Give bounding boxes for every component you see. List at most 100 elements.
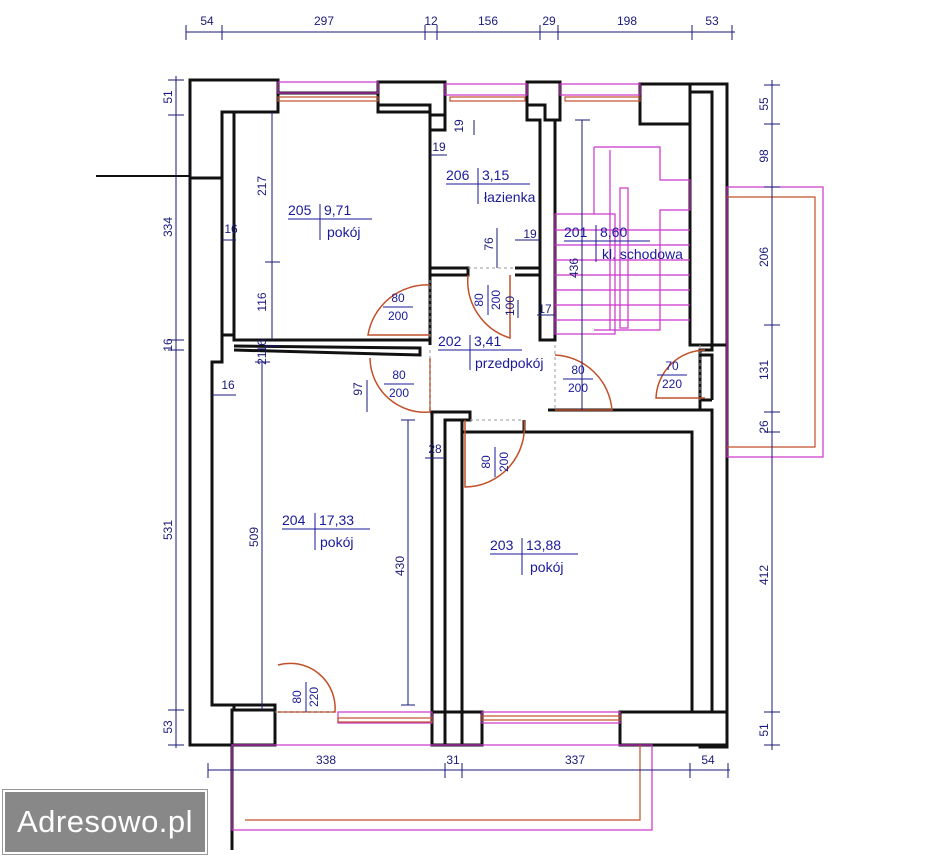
room-area: 17,33 xyxy=(319,512,354,528)
dim-top-5: 198 xyxy=(617,14,637,28)
room-202: 202 3,41 przedpokój xyxy=(438,333,544,371)
dim-right-4: 26 xyxy=(757,420,771,434)
dim-left-3: 531 xyxy=(161,520,175,540)
door-width: 80 xyxy=(479,455,493,469)
room-number: 202 xyxy=(438,333,462,349)
wall-n2 xyxy=(525,80,562,122)
door-swings xyxy=(277,274,706,713)
dim-19a: 19 xyxy=(452,119,466,133)
door-width: 80 xyxy=(290,690,304,704)
windows xyxy=(231,81,824,831)
dim-17: 17 xyxy=(538,302,552,316)
dim-16b: 16 xyxy=(221,378,235,392)
room-number: 201 xyxy=(564,224,588,240)
door-label-206: 80 200 xyxy=(472,285,503,315)
dim-top-3: 156 xyxy=(478,14,498,28)
door-label-203: 80 200 xyxy=(479,447,511,477)
door-height: 200 xyxy=(389,386,409,400)
dim-430: 430 xyxy=(393,556,407,576)
door-width: 70 xyxy=(665,359,679,373)
wall-east xyxy=(638,82,729,749)
room-area: 3,15 xyxy=(482,167,509,183)
room-name: pokój xyxy=(530,559,563,575)
door-width: 80 xyxy=(391,291,405,305)
door-height: 200 xyxy=(568,381,588,395)
door-labels: 80 200 80 200 80 200 80 200 70 220 80 20… xyxy=(290,285,687,712)
room-name: przedpokój xyxy=(475,355,544,371)
dim-left-0: 51 xyxy=(161,90,175,104)
room-206: 206 3,15 łazienka xyxy=(446,167,536,205)
wall-s-mid xyxy=(430,710,464,747)
room-area: 3,41 xyxy=(474,333,501,349)
door-width: 80 xyxy=(392,368,406,382)
dims-right: 55 98 206 131 26 412 51 xyxy=(757,97,771,737)
room-201: 201 8,60 kl. schodowa xyxy=(564,224,683,262)
dim-left-1: 334 xyxy=(161,217,175,237)
dimension-lines xyxy=(168,25,780,778)
door-height: 200 xyxy=(489,290,503,310)
room-area: 13,88 xyxy=(526,537,561,553)
dim-509: 509 xyxy=(247,527,261,547)
room-number: 204 xyxy=(282,512,306,528)
dim-top-2: 12 xyxy=(424,14,438,28)
room-205: 205 9,71 pokój xyxy=(288,202,372,240)
dim-bottom-2: 337 xyxy=(565,753,585,767)
room-number: 203 xyxy=(490,537,514,553)
dim-right-0: 55 xyxy=(757,97,771,111)
door-balcony xyxy=(277,662,336,713)
dim-top-4: 29 xyxy=(542,14,556,28)
door-label-205: 80 200 xyxy=(383,291,413,323)
dim-97: 97 xyxy=(351,382,365,396)
dim-bottom-1: 31 xyxy=(446,753,460,767)
dims-bottom: 338 31 337 54 xyxy=(316,753,715,767)
dim-top-1: 297 xyxy=(314,14,334,28)
dim-116: 116 xyxy=(255,292,269,311)
dim-bottom-3: 54 xyxy=(701,753,715,767)
door-height: 220 xyxy=(307,687,321,707)
room-name: pokój xyxy=(320,534,353,550)
room-area: 9,71 xyxy=(324,202,351,218)
wall-ne-block xyxy=(638,82,692,126)
dim-left-4: 53 xyxy=(161,720,175,734)
room-name: łazienka xyxy=(484,189,536,205)
door-width: 80 xyxy=(472,293,486,307)
dim-right-6: 51 xyxy=(757,723,771,737)
door-203 xyxy=(464,419,526,488)
room-number: 205 xyxy=(288,202,312,218)
watermark-logo: Adresowo.pl xyxy=(3,790,207,854)
dim-bottom-0: 338 xyxy=(316,753,336,767)
room-labels: 205 9,71 pokój 206 3,15 łazienka 201 8,6… xyxy=(282,167,683,575)
door-entrance xyxy=(655,349,706,399)
dim-right-2: 206 xyxy=(757,247,771,267)
room-204: 204 17,33 pokój xyxy=(282,512,370,550)
room-name: kl. schodowa xyxy=(602,246,683,262)
dim-2116: 2116 xyxy=(255,339,269,365)
dim-28: 28 xyxy=(428,442,442,456)
door-label-entrance: 70 220 xyxy=(657,359,687,391)
room-203: 203 13,88 pokój xyxy=(490,537,578,575)
dim-436: 436 xyxy=(567,258,581,278)
room-area: 8,60 xyxy=(600,224,627,240)
room-number: 206 xyxy=(446,167,470,183)
dim-right-1: 98 xyxy=(757,149,771,163)
door-201 xyxy=(554,354,613,411)
door-height: 220 xyxy=(662,377,682,391)
door-204-top xyxy=(369,357,431,413)
dim-top-6: 53 xyxy=(705,14,719,28)
dim-19b: 19 xyxy=(432,140,446,154)
door-width: 80 xyxy=(571,363,585,377)
dims-top: 54 297 12 156 29 198 53 xyxy=(200,14,719,28)
dim-100: 100 xyxy=(503,296,517,316)
door-label-204: 80 200 xyxy=(384,368,414,400)
wall-n1 xyxy=(376,80,447,117)
dim-right-5: 412 xyxy=(757,565,771,585)
thresholds xyxy=(275,267,701,713)
door-label-balcony: 80 220 xyxy=(290,682,321,712)
dim-76: 76 xyxy=(482,237,496,251)
door-height: 200 xyxy=(388,309,408,323)
dim-left-2: 16 xyxy=(161,338,175,352)
door-label-201: 80 200 xyxy=(563,363,593,395)
dim-top-0: 54 xyxy=(200,14,214,28)
dim-right-3: 131 xyxy=(757,360,771,380)
dims-left: 51 334 16 531 53 xyxy=(161,90,175,734)
